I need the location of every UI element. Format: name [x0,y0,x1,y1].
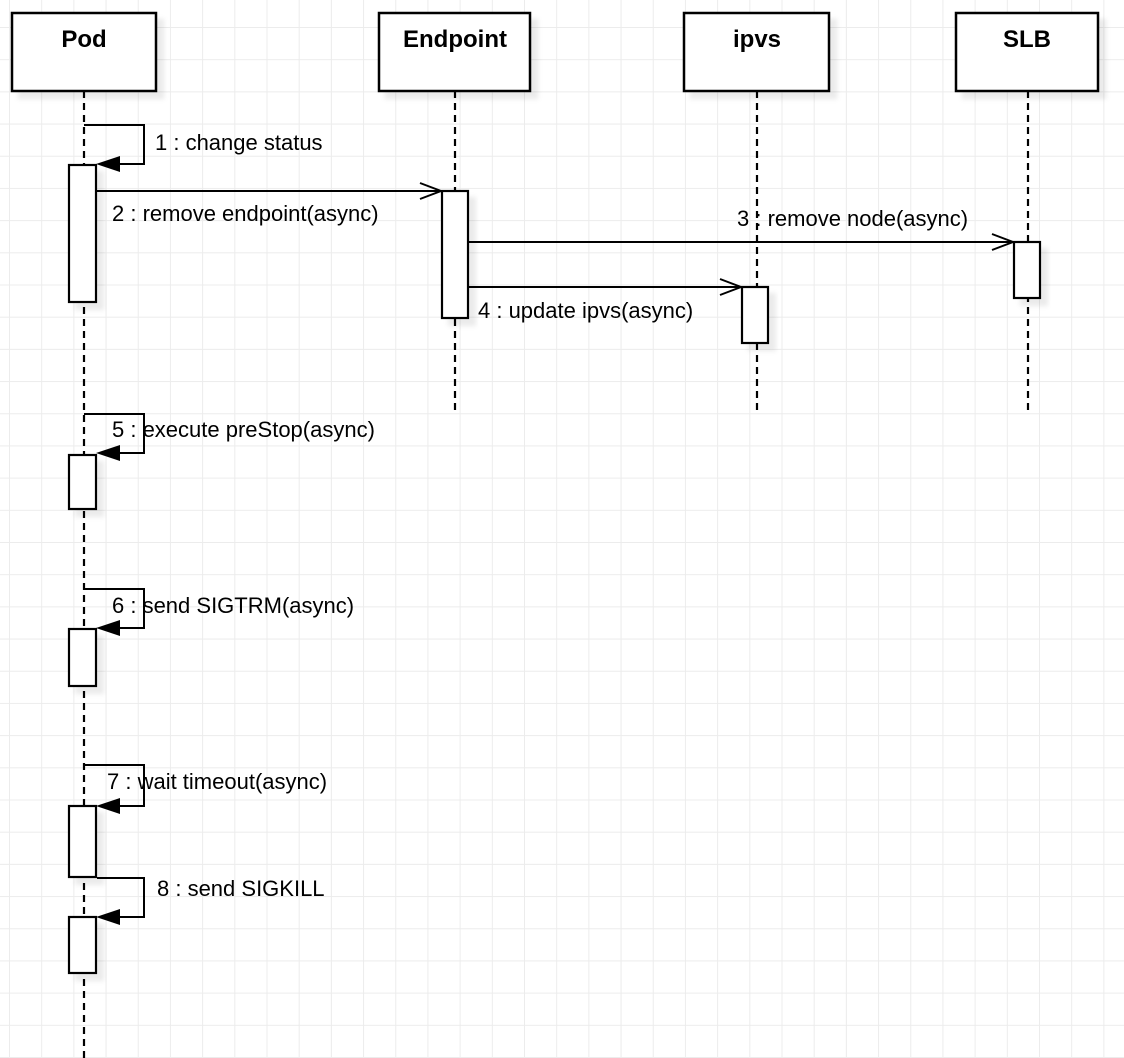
messages: 1 : change status 2 : remove endpoint(as… [84,124,1016,925]
lifelines [82,91,1030,1058]
activation-pod-msg1-2 [67,163,98,304]
actor-heads: Pod Endpoint ipvs SLB [10,11,1100,93]
message-5-execute-prestop: 5 : execute preStop(async) [84,413,375,461]
message-3-remove-node: 3 : remove node(async) [468,206,1016,251]
message-7-line [84,764,145,807]
activation-ipvs [740,285,770,345]
actor-endpoint: Endpoint [377,11,532,93]
actor-pod: Pod [10,11,158,93]
message-4-update-ipvs: 4 : update ipvs(async) [468,278,744,323]
message-5-line [84,413,145,454]
message-7-label: 7 : wait timeout(async) [107,769,327,794]
actor-box-pod [10,11,158,93]
message-2-remove-endpoint: 2 : remove endpoint(async) [96,182,444,226]
message-7-wait-timeout: 7 : wait timeout(async) [84,764,327,814]
actor-label-endpoint: Endpoint [403,26,507,53]
message-6-arrowhead [96,620,120,636]
actor-label-ipvs: ipvs [733,26,781,53]
message-4-label: 4 : update ipvs(async) [478,298,693,323]
activation-pod-msg5 [67,453,98,511]
message-7-arrowhead [96,798,120,814]
actor-slb: SLB [954,11,1100,93]
actor-box-endpoint [377,11,532,93]
actor-ipvs: ipvs [682,11,831,93]
message-2-arrowhead [419,182,444,200]
message-8-arrowhead [96,909,120,925]
message-4-arrowhead [719,278,744,296]
message-6-label: 6 : send SIGTRM(async) [112,593,354,618]
activation-endpoint [440,189,470,320]
actor-label-slb: SLB [1003,26,1051,53]
message-1-change-status: 1 : change status [84,124,323,172]
message-3-arrowhead [991,233,1016,251]
activation-pod-msg6 [67,627,98,688]
message-8-send-sigkill: 8 : send SIGKILL [96,876,325,925]
actor-box-slb [954,11,1100,93]
activation-pod-msg7 [67,804,98,879]
actor-box-ipvs [682,11,831,93]
activation-slb [1012,240,1042,300]
message-6-send-sigtrm: 6 : send SIGTRM(async) [84,588,354,636]
message-3-label: 3 : remove node(async) [737,206,968,231]
activation-pod-msg8 [67,915,98,975]
message-1-arrowhead [96,156,120,172]
message-1-label: 1 : change status [155,130,323,155]
message-5-arrowhead [96,445,120,461]
actor-label-pod: Pod [61,26,106,53]
message-8-line [97,877,145,918]
activation-bars [67,163,1042,975]
message-6-line [84,588,145,629]
message-1-line [84,124,145,165]
message-8-label: 8 : send SIGKILL [157,876,325,901]
message-5-label: 5 : execute preStop(async) [112,417,375,442]
message-2-label: 2 : remove endpoint(async) [112,201,379,226]
